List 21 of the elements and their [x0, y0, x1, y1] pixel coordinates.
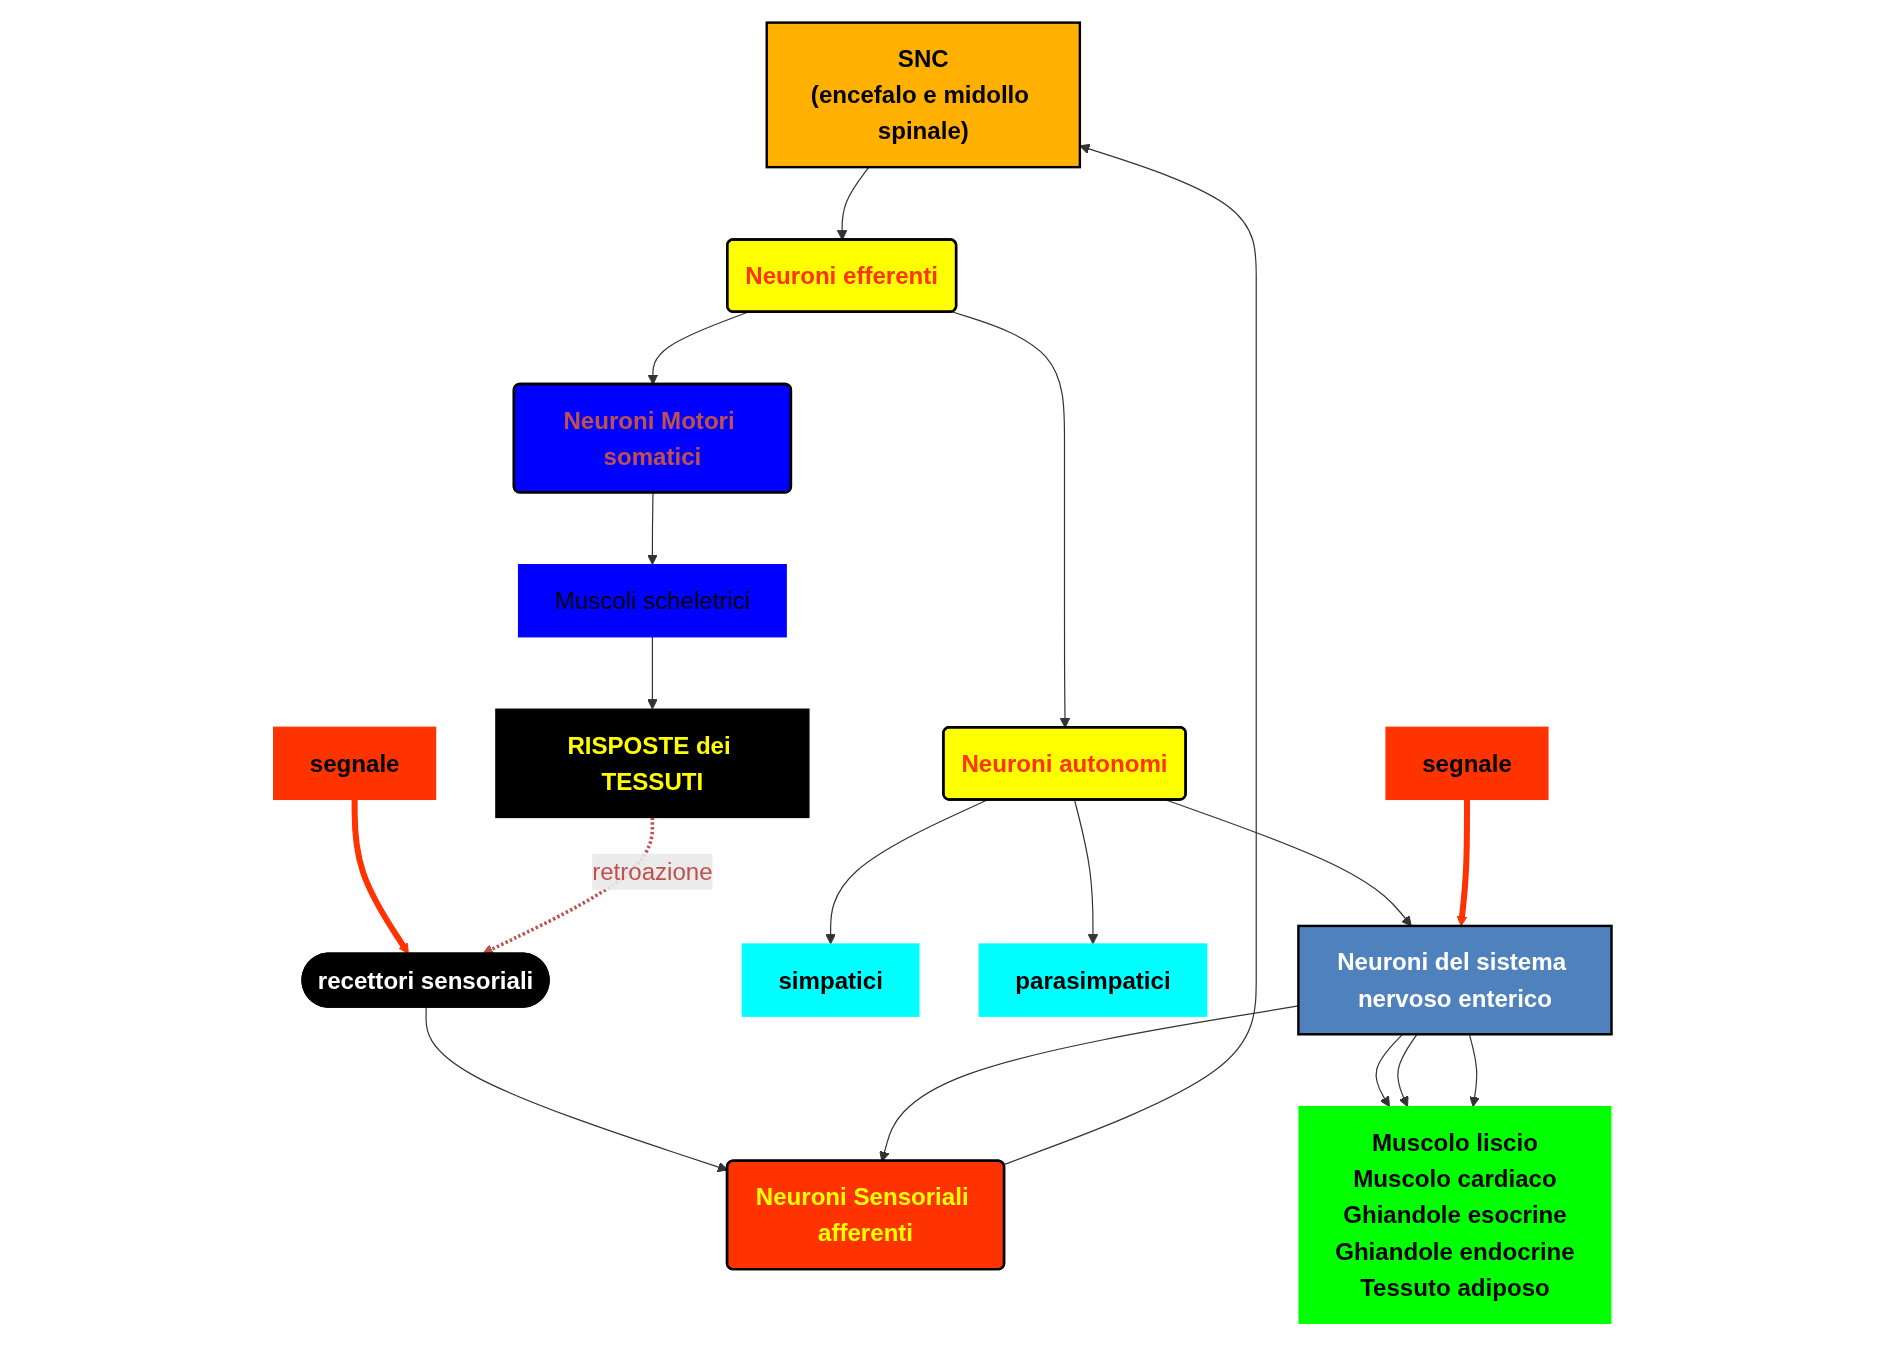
arrow	[1468, 1033, 1480, 1107]
arrow	[1073, 798, 1099, 944]
arrow	[1165, 798, 1412, 926]
arrow	[647, 491, 658, 565]
arrow	[1003, 143, 1257, 1165]
arrow	[647, 635, 658, 710]
node-box: segnale	[272, 726, 437, 800]
node-box: Muscolo liscio Muscolo cardiaco Ghiandole esocrine Ghiandole endocrine Tessuto adiposo	[1298, 1105, 1612, 1324]
node-box: Muscoli scheletrici	[517, 563, 787, 637]
node-box: RISPOSTE dei TESSUTI	[495, 708, 810, 818]
arrow	[825, 798, 988, 944]
arrow	[1375, 1033, 1404, 1107]
arrow	[1456, 798, 1470, 926]
node-box: simpatici	[741, 942, 920, 1017]
node-box: SNC (encefalo e midollo spinale)	[765, 20, 1081, 168]
node-box: parasimpatici	[978, 942, 1208, 1017]
arrow	[1397, 1033, 1418, 1107]
edge-label: retroazione	[592, 857, 713, 885]
node-box: Neuroni del sistema nervoso enterico	[1297, 924, 1613, 1035]
node-box: segnale	[1385, 726, 1549, 800]
arrow	[351, 798, 409, 954]
